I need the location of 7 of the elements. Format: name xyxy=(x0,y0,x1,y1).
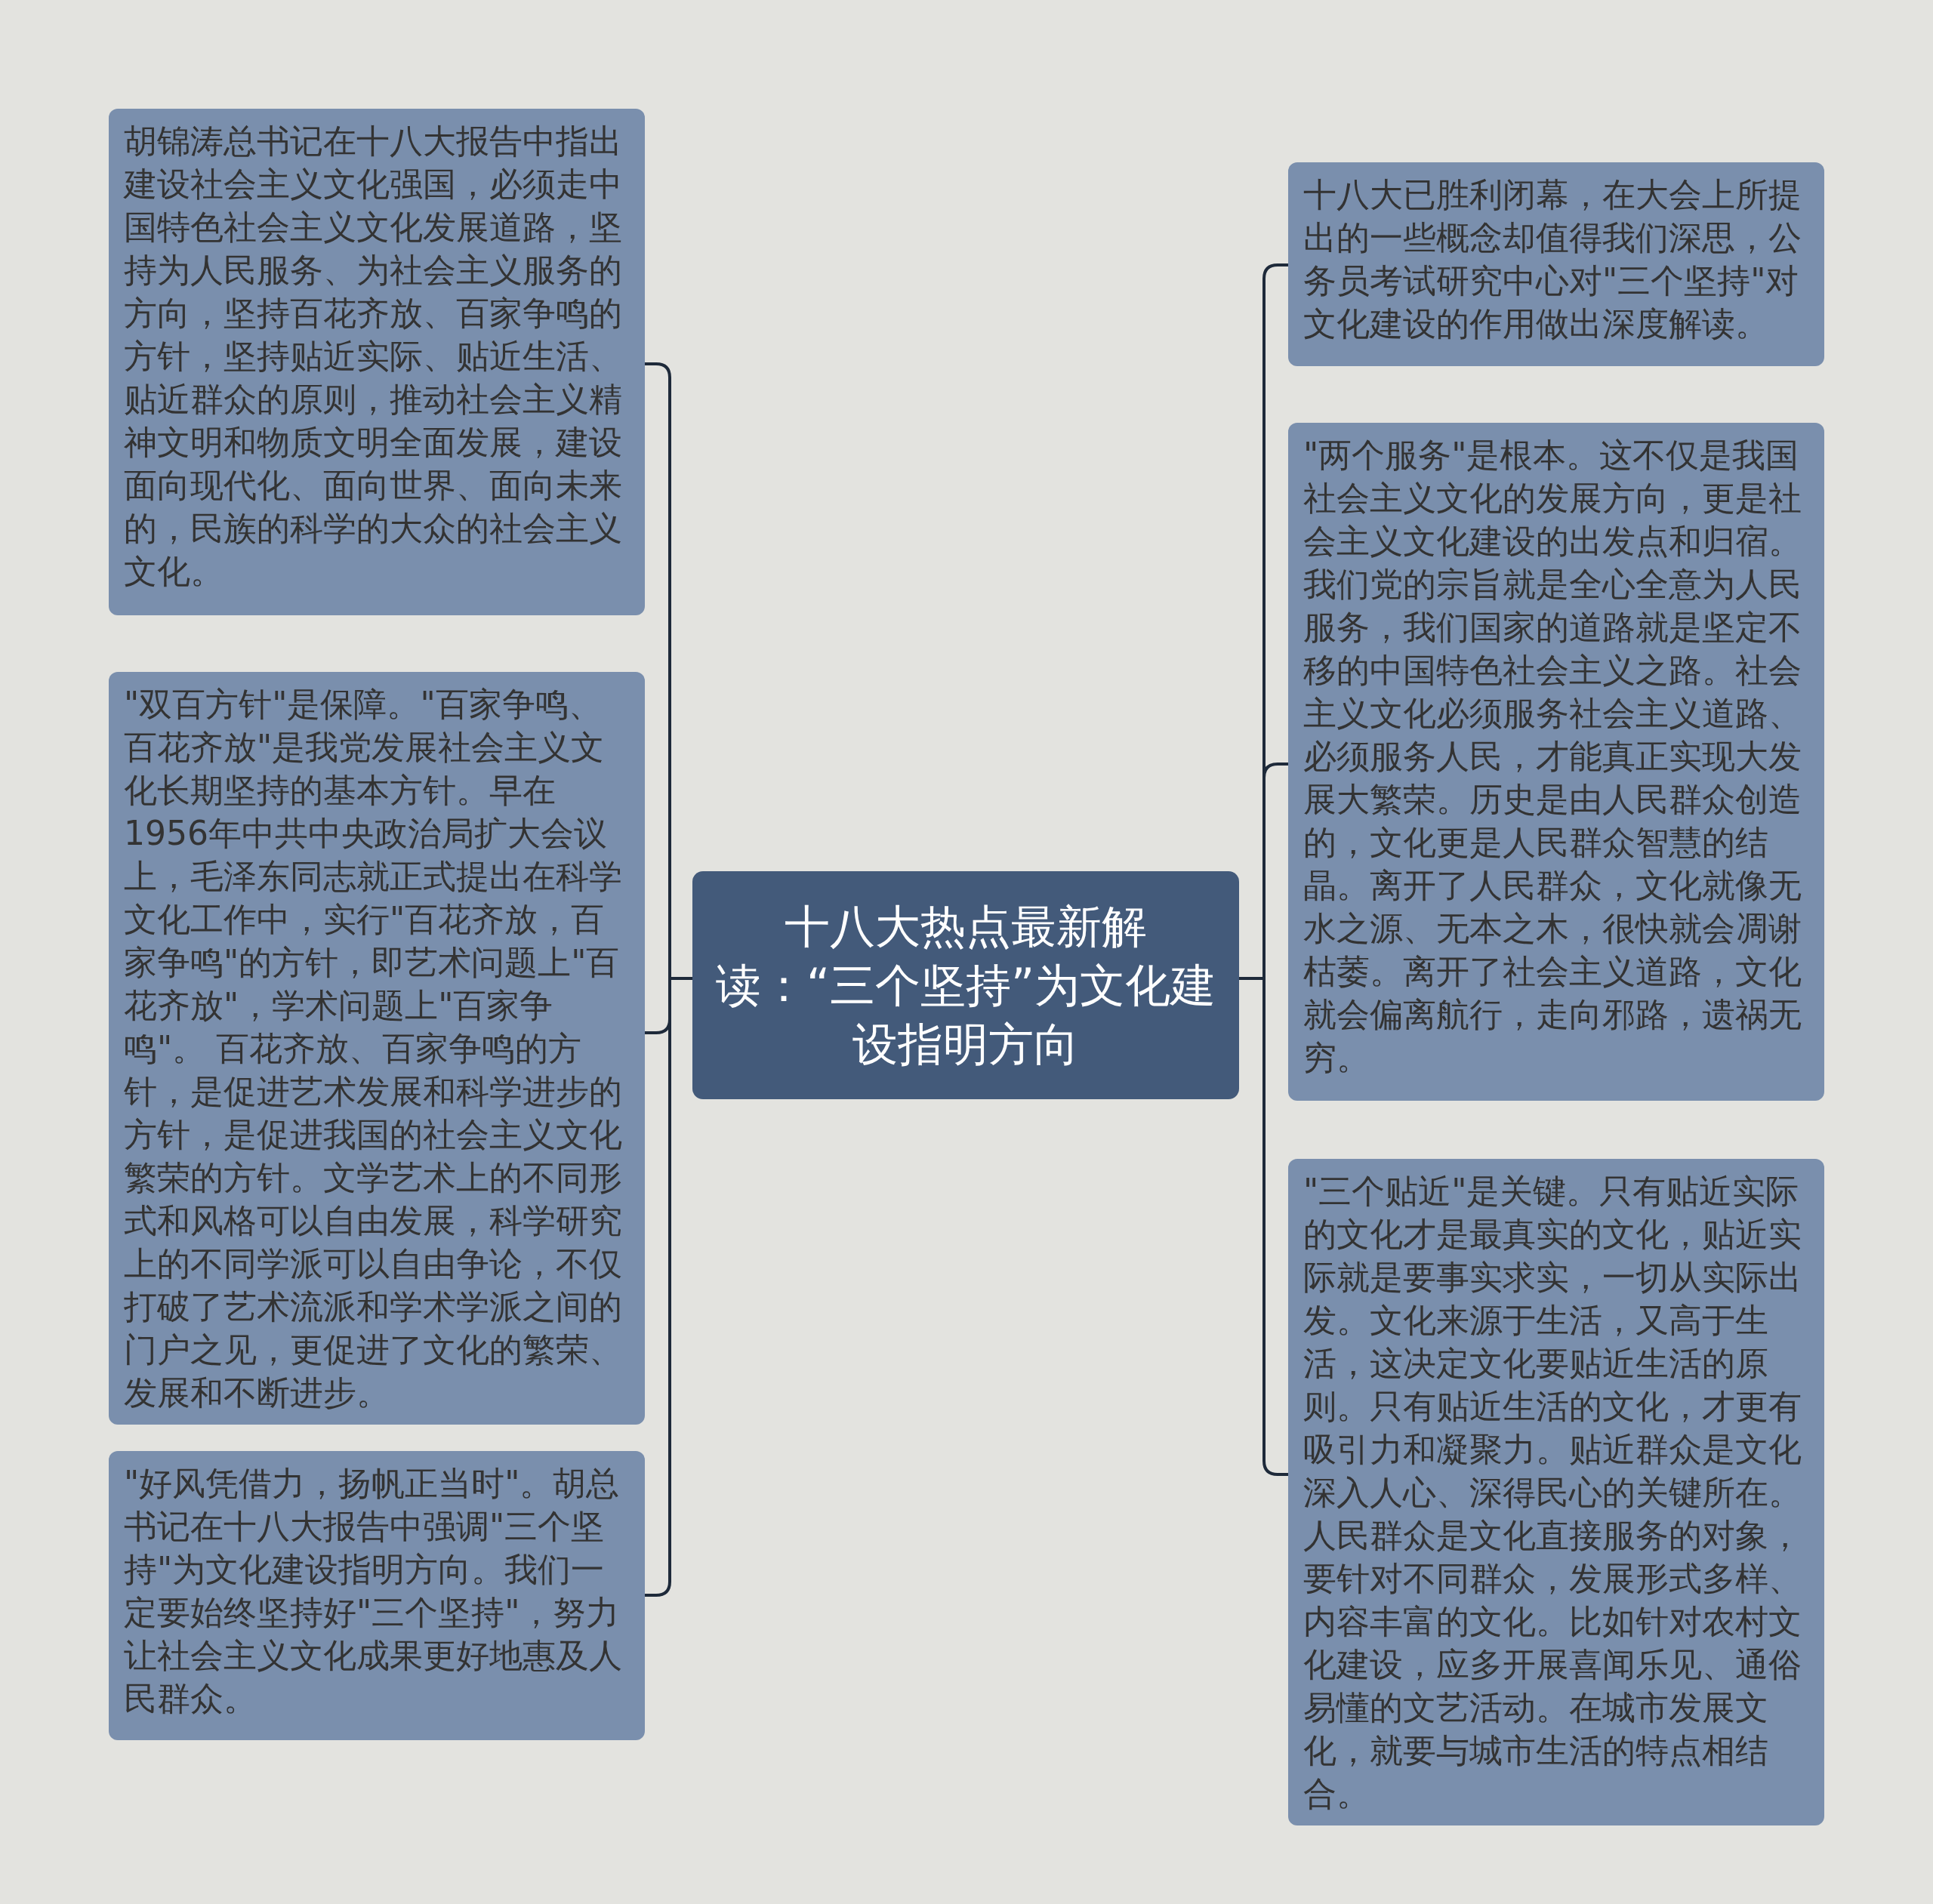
topic-box: 十八大已胜利闭幕，在大会上所提出的一些概念却值得我们深思，公务员考试研究中心对"三个坚持"对文化建设的作用做出深度解读。 xyxy=(1288,162,1824,366)
topic-box: "双百方针"是保障。"百家争鸣、百花齐放"是我党发展社会主义文化长期坚持的基本方针。早在1956年中共中央政治局扩大会议上，毛泽东同志就正式提出在科学文化工作中，实行"百花齐放，百家争鸣"的方针，即艺术问题上"百花齐放"，学术问题上"百家争鸣"。 百花齐放、百家争鸣的方针，是促进艺术发展和科学进步的方针，是促进我国的社会主义文化繁荣的方针。文学艺术上的不同形式和风格可以自由发展，科学研究上的不同学派可以自由争论，不仅打破了艺术流派和学术学派之间的门户之见，更促进了文化的繁荣、发展和不断进步。 xyxy=(109,672,645,1425)
central-topic-box: 十八大热点最新解读：“三个坚持”为文化建设指明方向 xyxy=(692,871,1239,1099)
topic-box: 胡锦涛总书记在十八大报告中指出建设社会主义文化强国，必须走中国特色社会主义文化发展道路，坚持为人民服务、为社会主义服务的方向，坚持百花齐放、百家争鸣的方针，坚持贴近实际、贴近生活、贴近群众的原则，推动社会主义精神文明和物质文明全面发展，建设面向现代化、面向世界、面向未来的，民族的科学的大众的社会主义文化。 xyxy=(109,109,645,615)
topic-box: "三个贴近"是关键。只有贴近实际的文化才是最真实的文化，贴近实际就是要事实求实，一切从实际出发。文化来源于生活，又高于生活，这决定文化要贴近生活的原则。只有贴近生活的文化，才更有吸引力和凝聚力。贴近群众是文化深入人心、深得民心的关键所在。人民群众是文化直接服务的对象，要针对不同群众，发展形式多样、内容丰富的文化。比如针对农村文化建设，应多开展喜闻乐见、通俗易懂的文艺活动。在城市发展文化，就要与城市生活的特点相结合。 xyxy=(1288,1159,1824,1825)
topic-box: "好风凭借力，扬帆正当时"。胡总书记在十八大报告中强调"三个坚持"为文化建设指明方向。我们一定要始终坚持好"三个坚持"，努力让社会主义文化成果更好地惠及人民群众。 xyxy=(109,1451,645,1740)
topic-box: "两个服务"是根本。这不仅是我国社会主义文化的发展方向，更是社会主义文化建设的出发点和归宿。我们党的宗旨就是全心全意为人民服务，我们国家的道路就是坚定不移的中国特色社会主义之路。社会主义文化必须服务社会主义道路、必须服务人民，才能真正实现大发展大繁荣。历史是由人民群众创造的，文化更是人民群众智慧的结晶。离开了人民群众，文化就像无水之源、无本之木，很快就会凋谢枯萎。离开了社会主义道路，文化就会偏离航行，走向邪路，遗祸无穷。 xyxy=(1288,423,1824,1101)
